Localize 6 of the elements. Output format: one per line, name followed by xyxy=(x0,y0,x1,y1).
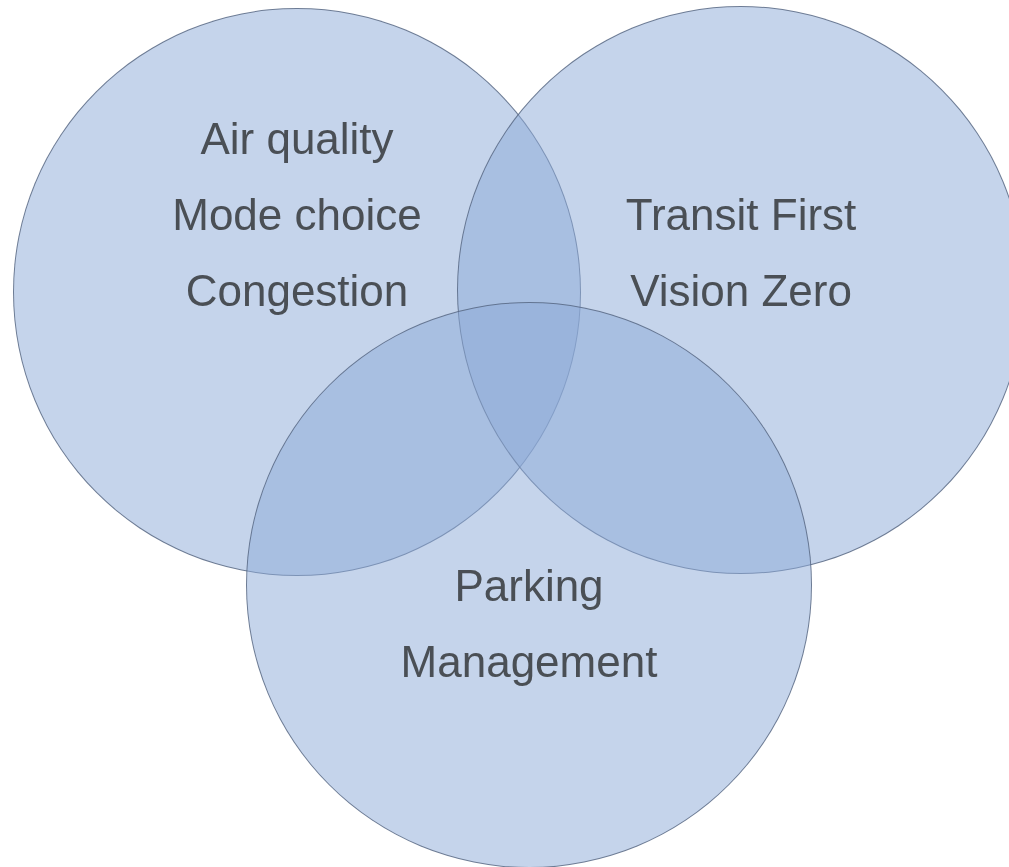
circle-label: Congestion xyxy=(184,265,410,317)
circle-label: Parking Management xyxy=(399,560,659,688)
circle-label: Transit First xyxy=(624,189,858,241)
circle-label: Vision Zero xyxy=(629,265,853,317)
circle-label: Air quality xyxy=(199,113,395,165)
circle-label: Mode choice xyxy=(171,189,423,241)
